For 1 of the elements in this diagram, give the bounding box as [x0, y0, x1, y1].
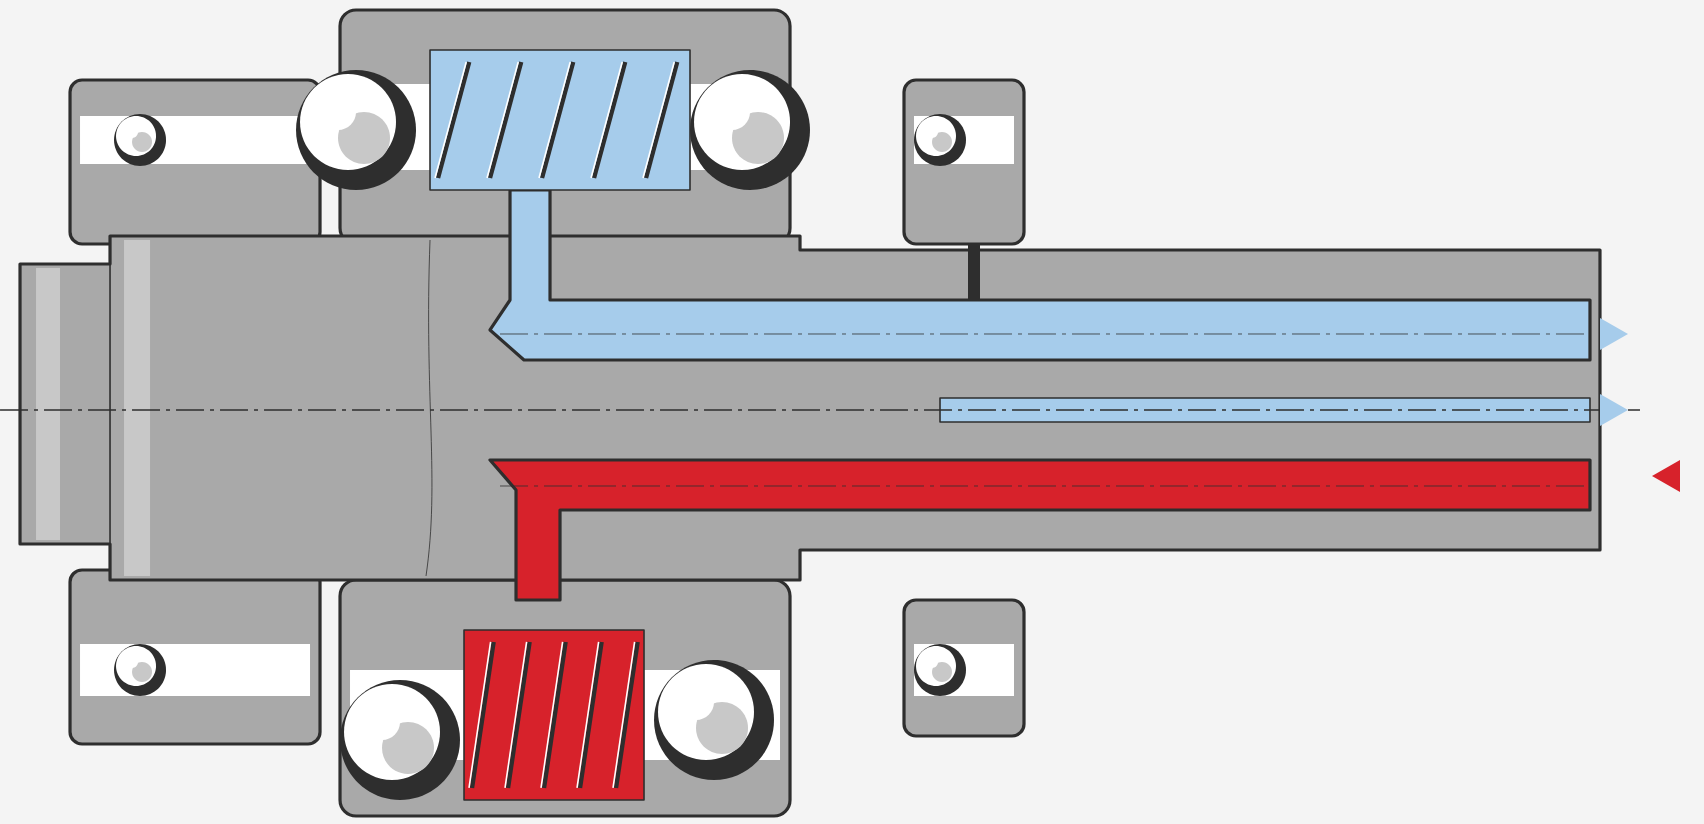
rotary-union-drawing: [0, 8, 1641, 818]
